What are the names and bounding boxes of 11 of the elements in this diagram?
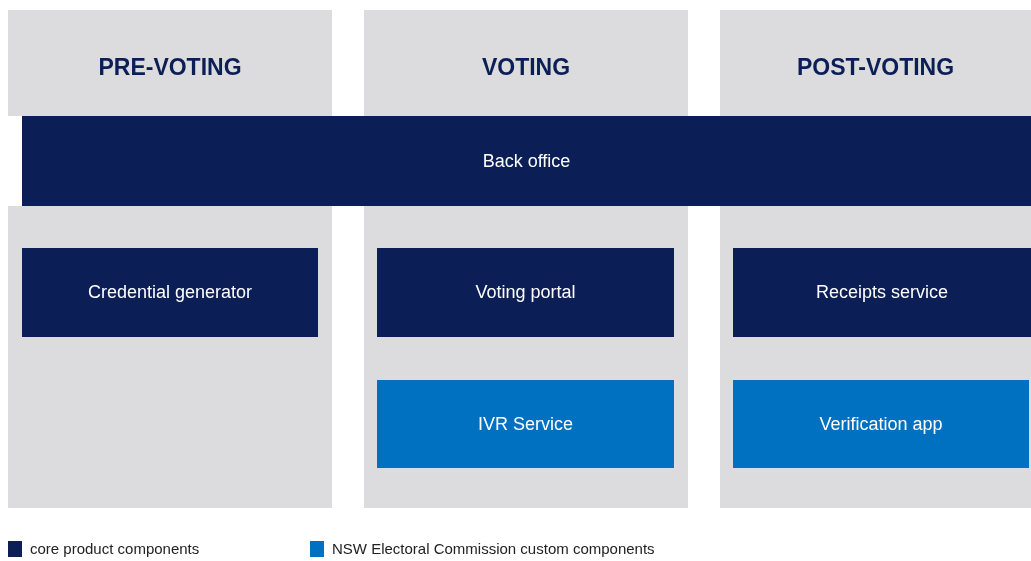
column-heading: PRE-VOTING (97, 54, 243, 81)
component-box: Verification app (733, 380, 1029, 468)
column-heading: POST-VOTING (795, 54, 956, 81)
component-box: Back office (22, 116, 1031, 206)
legend-label: NSW Electoral Commission custom components (332, 540, 655, 557)
legend-label: core product components (30, 540, 200, 557)
column-heading: VOTING (480, 54, 572, 81)
component-box: IVR Service (377, 380, 674, 468)
component-box: Credential generator (22, 248, 318, 337)
component-box: Voting portal (377, 248, 674, 337)
component-box: Receipts service (733, 248, 1031, 337)
